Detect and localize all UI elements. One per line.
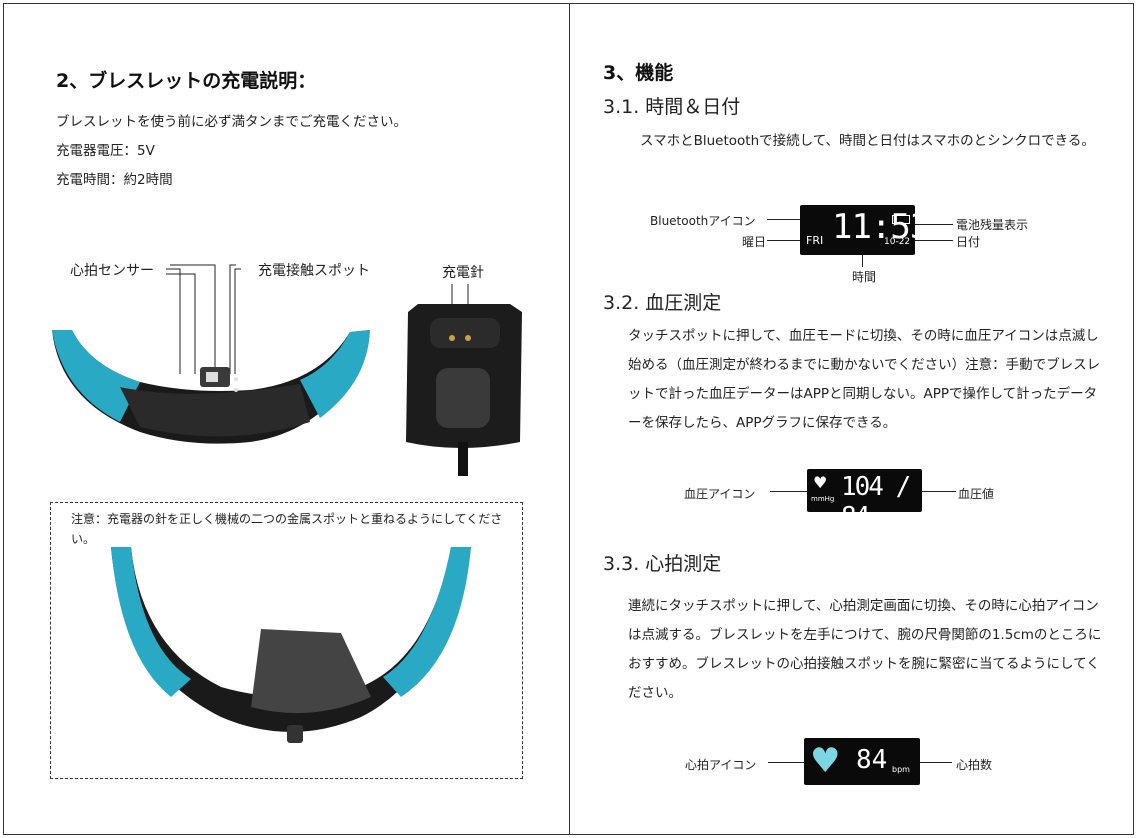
hr-value-text: 84 [856,745,888,775]
time-text: 11:53 [832,207,930,247]
charging-section-title: 2、ブレスレットの充電説明： [56,70,317,92]
time-display-screen: FRI 11:53 10-22 [800,205,930,255]
bp-value-text: 104 / 84 [841,472,911,532]
column-divider [569,3,570,835]
weekday-text: FRI [806,234,824,247]
heart-sensor-label: 心拍センサー [70,263,154,279]
battery-label: 電池残量表示 [956,218,1029,232]
charge-contact-label: 充電接触スポット [258,263,370,279]
hr-display-screen: ♥ 84 bpm [804,738,920,785]
blood-pressure-title: 3.2. 血圧測定 [603,292,722,314]
weekday-label: 曜日 [742,235,767,249]
hr-heart-icon: ♥ [810,741,841,781]
battery-icon [892,215,910,224]
functions-section-title: 3、機能 [603,62,674,84]
note-box: 注意：充電器の針を正しく機械の二つの金属スポットと重ねるようにしてください。 [50,502,523,779]
instruction-line-3: 充電時間：約2時間 [56,172,173,188]
bp-unit-text: mmHg [811,495,835,503]
bp-value-label: 血圧値 [958,487,995,501]
note-text: 注意：充電器の針を正しく機械の二つの金属スポットと重ねるようにしてください。 [71,512,503,546]
bp-display-screen: ♥ mmHg 104 / 84 [807,469,922,532]
bp-heart-icon: ♥ [813,473,828,492]
instruction-line-2: 充電器電圧：5V [56,143,155,159]
time-date-text: スマホとBluetoothで接続して、時間と日付はスマホのとシンクロできる。 [640,133,1095,149]
time-date-title: 3.1. 時間＆日付 [603,96,741,118]
date-text: 10-22 [884,237,911,247]
page-frame [3,3,1134,835]
heart-rate-text: 連続にタッチスポットに押して、心拍測定画面に切換、その時に心拍アイコンは点滅する… [628,598,1102,701]
bracelet-on-charger-photo [111,547,471,743]
bp-icon-label: 血圧アイコン [684,487,756,501]
charger-photo [406,284,522,476]
hr-icon-label: 心拍アイコン [685,758,757,772]
bt-icon-label: Bluetoothアイコン [650,214,756,228]
hr-unit-text: bpm [892,765,910,774]
time-label: 時間 [852,270,877,284]
charge-pin-label: 充電針 [442,265,484,281]
charging-instructions: ブレスレットを使う前に必ず満タンまでご充電ください。 充電器電圧：5V 充電時間… [56,108,407,195]
heart-rate-title: 3.3. 心拍測定 [603,553,722,575]
blood-pressure-text: タッチスポットに押して、血圧モードに切換、その時に血圧アイコンは点滅し始める（血… [628,328,1101,431]
date-label: 日付 [956,235,981,249]
instruction-line-1: ブレスレットを使う前に必ず満タンまでご充電ください。 [56,114,407,130]
bracelet-underside-photo [52,264,370,444]
hr-count-label: 心拍数 [956,758,993,772]
